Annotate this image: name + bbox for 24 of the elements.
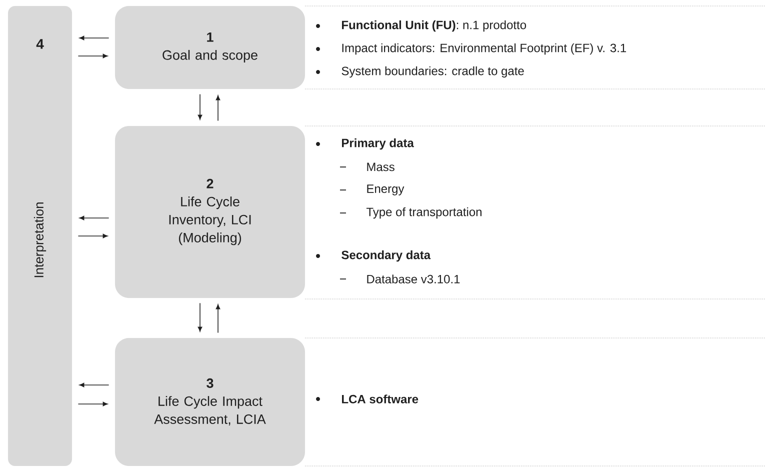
arrow (198, 94, 202, 120)
arrow (78, 54, 108, 58)
sub-item: Mass (340, 162, 394, 172)
arrow (79, 36, 110, 40)
arrow (78, 234, 108, 238)
arrow (216, 304, 220, 334)
bullet-item: Impact indicators: Environmental Footprint (EF) v. 3.1 (316, 43, 626, 55)
sub-item: Database v3.10.1 (340, 274, 460, 284)
bullet-item: Secondary data (316, 250, 431, 262)
arrow (78, 402, 108, 406)
bullet-item: Functional Unit (FU): n.1 prodotto (316, 20, 526, 32)
bullet-item: Primary data (316, 138, 414, 150)
arrow (79, 216, 110, 220)
phase-box: 2 Life Cycle Inventory, LCI (Modeling) (115, 126, 305, 298)
bullet-item: System boundaries: cradle to gate (316, 66, 524, 78)
arrow (198, 302, 202, 332)
phase-box: 1 Goal and scope (115, 6, 305, 89)
bullet-item: LCA software (316, 394, 418, 404)
interpretation-band: 4 Interpretation (8, 6, 72, 466)
phase-box: 3 Life Cycle Impact Assessment, LCIA (115, 338, 305, 466)
sub-item: Type of transportation (340, 207, 482, 219)
arrow (216, 95, 220, 122)
sub-item: Energy (340, 184, 404, 196)
arrow (79, 382, 110, 388)
